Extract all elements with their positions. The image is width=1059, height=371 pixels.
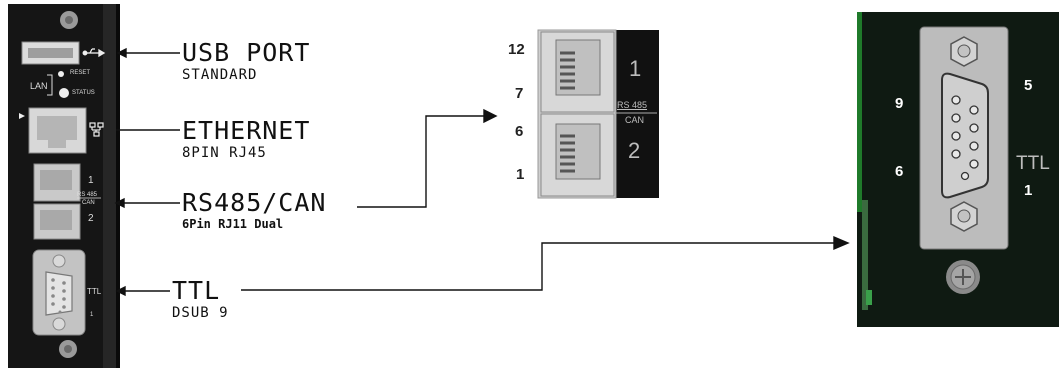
rj11-pin-12: 12 bbox=[508, 41, 525, 58]
reset-led-icon bbox=[58, 71, 64, 77]
device-port-1-label: 1 bbox=[88, 175, 94, 186]
status-led-icon bbox=[59, 88, 69, 98]
dsub-ttl-label: TTL bbox=[1016, 153, 1050, 174]
lan-label: LAN bbox=[30, 81, 48, 91]
device-panel bbox=[8, 4, 120, 368]
rj11-pin-6: 6 bbox=[515, 123, 524, 140]
dsub-pin-5: 5 bbox=[1024, 77, 1033, 94]
rj11-port-2-label: 2 bbox=[628, 138, 641, 163]
dsub-pin-9: 9 bbox=[895, 95, 904, 112]
ttl-subtitle: DSUB 9 bbox=[172, 305, 229, 321]
dsub-pin-6: 6 bbox=[895, 163, 904, 180]
rj11-rs485-label: RS 485 bbox=[617, 100, 648, 110]
ethernet-subtitle: 8PIN RJ45 bbox=[182, 145, 267, 161]
dsub-pin-1: 1 bbox=[1024, 182, 1033, 199]
rj11-pin-1: 1 bbox=[516, 166, 525, 183]
device-port-2-label: 2 bbox=[88, 213, 94, 224]
ttl-arrow bbox=[241, 242, 838, 291]
ttl-title: TTL bbox=[172, 276, 221, 305]
device-ttl-label: TTL bbox=[87, 287, 102, 296]
rj11-detail bbox=[537, 29, 659, 199]
network-icon bbox=[89, 122, 104, 137]
rs485-title: RS485/CAN bbox=[182, 188, 327, 217]
ethernet-title: ETHERNET bbox=[182, 116, 311, 145]
rj11-port-1-label: 1 bbox=[629, 56, 642, 81]
usb-symbol-icon bbox=[82, 48, 106, 58]
status-label: STATUS bbox=[72, 90, 95, 96]
usb-port-title: USB PORT bbox=[182, 38, 311, 67]
device-rs485-label: RS 485 bbox=[77, 192, 98, 198]
device-ttl-pin-label: 1 bbox=[90, 312, 94, 318]
rj11-can-label: CAN bbox=[625, 115, 645, 125]
usb-port-subtitle: STANDARD bbox=[182, 67, 258, 83]
rs485-subtitle: 6Pin RJ11 Dual bbox=[182, 217, 284, 231]
rj11-pin-7: 7 bbox=[515, 85, 524, 102]
rs485-arrow bbox=[357, 115, 488, 208]
dsub-detail bbox=[857, 12, 1059, 327]
reset-label: RESET bbox=[70, 70, 91, 76]
device-can-label: CAN bbox=[82, 200, 95, 206]
